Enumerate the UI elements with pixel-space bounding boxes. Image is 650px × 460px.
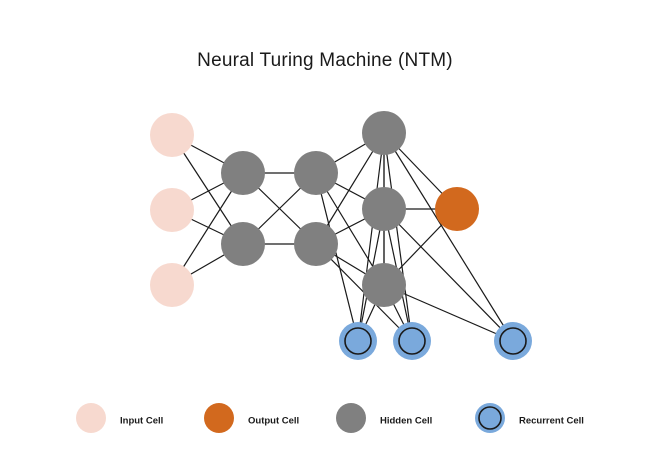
recurrent-cell-1[interactable] xyxy=(339,322,377,360)
hidden-cell-body xyxy=(362,263,406,307)
hidden-cell-body xyxy=(294,151,338,195)
legend-label-output: Output Cell xyxy=(248,416,299,427)
hidden-cell-7[interactable] xyxy=(362,263,406,307)
recurrent-cell-3[interactable] xyxy=(494,322,532,360)
legend-swatch-input xyxy=(76,403,106,433)
hidden-cell-5[interactable] xyxy=(362,111,406,155)
page-title: Neural Turing Machine (NTM) xyxy=(197,50,453,71)
input-cell-body xyxy=(150,263,194,307)
edge-h7-r3 xyxy=(383,284,514,342)
legend: Input Cell Output Cell Hidden Cell Recurren… xyxy=(76,403,584,433)
hidden-cell-2[interactable] xyxy=(221,222,265,266)
recurrent-ring-icon xyxy=(499,327,527,355)
legend-label-input: Input Cell xyxy=(120,416,163,427)
edge-h5-r2 xyxy=(383,132,413,342)
recurrent-cell-2[interactable] xyxy=(393,322,431,360)
hidden-cell-1[interactable] xyxy=(221,151,265,195)
legend-swatch-hidden xyxy=(336,403,366,433)
input-cell-body xyxy=(150,188,194,232)
hidden-cell-body xyxy=(362,111,406,155)
recurrent-ring-icon xyxy=(344,327,372,355)
node-layer xyxy=(150,111,532,360)
legend-swatch-output xyxy=(204,403,234,433)
input-cell-2[interactable] xyxy=(150,188,194,232)
edge-h5-r3 xyxy=(383,132,514,342)
edge-h3-r1 xyxy=(315,172,359,342)
input-cell-3[interactable] xyxy=(150,263,194,307)
output-cell-1[interactable] xyxy=(435,187,479,231)
hidden-cell-body xyxy=(362,187,406,231)
output-cell-body xyxy=(435,187,479,231)
legend-label-hidden: Hidden Cell xyxy=(380,416,432,427)
hidden-cell-6[interactable] xyxy=(362,187,406,231)
hidden-cell-body xyxy=(294,222,338,266)
legend-item-hidden: Hidden Cell xyxy=(336,403,432,433)
legend-recurrent-ring-icon xyxy=(478,406,502,430)
legend-label-recurrent: Recurrent Cell xyxy=(519,416,584,427)
input-cell-1[interactable] xyxy=(150,113,194,157)
input-cell-body xyxy=(150,113,194,157)
recurrent-ring-icon xyxy=(398,327,426,355)
hidden-cell-body xyxy=(221,151,265,195)
hidden-cell-4[interactable] xyxy=(294,222,338,266)
legend-item-recurrent: Recurrent Cell xyxy=(475,403,584,433)
edge-h6-r3 xyxy=(383,208,514,342)
edge-i3-h1 xyxy=(171,172,244,286)
legend-item-input: Input Cell xyxy=(76,403,163,433)
hidden-cell-body xyxy=(221,222,265,266)
hidden-cell-3[interactable] xyxy=(294,151,338,195)
legend-item-output: Output Cell xyxy=(204,403,299,433)
edge-h5-r1 xyxy=(357,132,385,342)
